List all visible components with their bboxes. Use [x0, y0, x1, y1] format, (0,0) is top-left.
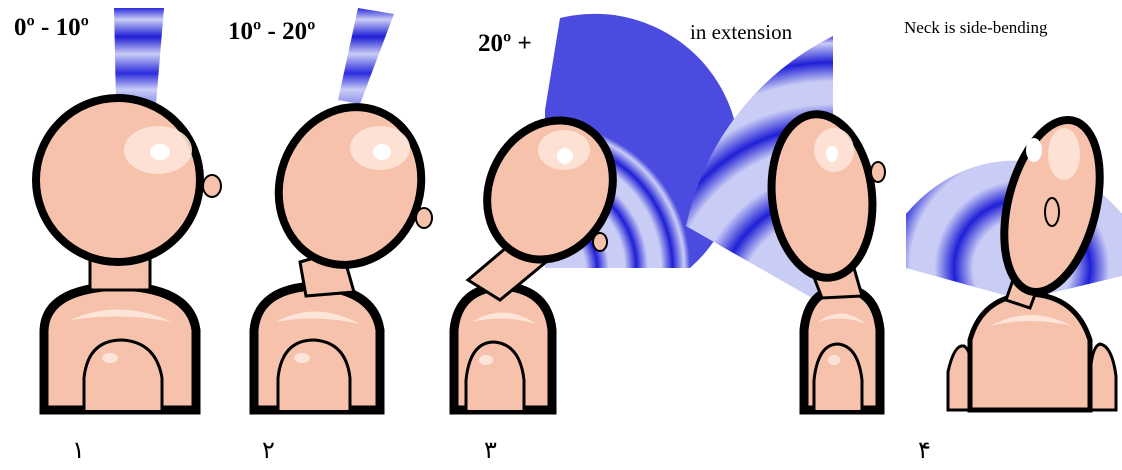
head-2	[257, 87, 443, 285]
signal-beam-1	[114, 8, 164, 104]
arm-highlight-2	[294, 353, 310, 363]
arm-highlight-4	[828, 355, 840, 365]
figure-number-2: ٢	[262, 436, 275, 464]
torso-5	[970, 294, 1090, 410]
label-neck-side-bending: Neck is side-bending	[904, 18, 1048, 38]
arm-highlight-3	[479, 355, 493, 365]
ear-5	[1045, 198, 1059, 226]
label-10-20-degrees: 10º - 20º	[228, 18, 315, 46]
figure-2-flexed	[254, 8, 443, 410]
signal-beam-2	[338, 8, 394, 104]
ear-1	[203, 175, 221, 197]
figure-1-upright	[36, 8, 221, 410]
arm-4	[814, 344, 862, 410]
ear-2	[416, 208, 432, 228]
arm-highlight-1	[102, 353, 118, 363]
arm-2	[278, 340, 350, 410]
arm-1	[84, 340, 162, 410]
head-shine-5	[1026, 138, 1042, 162]
ear-4	[871, 162, 885, 182]
label-0-10-degrees: 0º - 10º	[14, 14, 89, 42]
head-highlight-5	[1048, 128, 1080, 180]
label-in-extension: in extension	[690, 20, 792, 45]
head-shine-3	[557, 148, 573, 164]
arm-3	[466, 342, 524, 410]
figure-number-3: ٣	[484, 436, 497, 464]
head-1	[36, 98, 200, 262]
figure-5-side-bending	[906, 110, 1122, 410]
label-20-plus-degrees: 20º +	[478, 30, 532, 58]
ear-3	[593, 233, 607, 251]
head-shine-2	[373, 144, 391, 160]
right-arm-5	[1090, 344, 1116, 410]
figure-number-1: ١	[72, 436, 85, 464]
figure-number-4: ۴	[918, 436, 931, 464]
head-shine-1	[150, 144, 170, 160]
head-shine-4	[826, 146, 838, 162]
